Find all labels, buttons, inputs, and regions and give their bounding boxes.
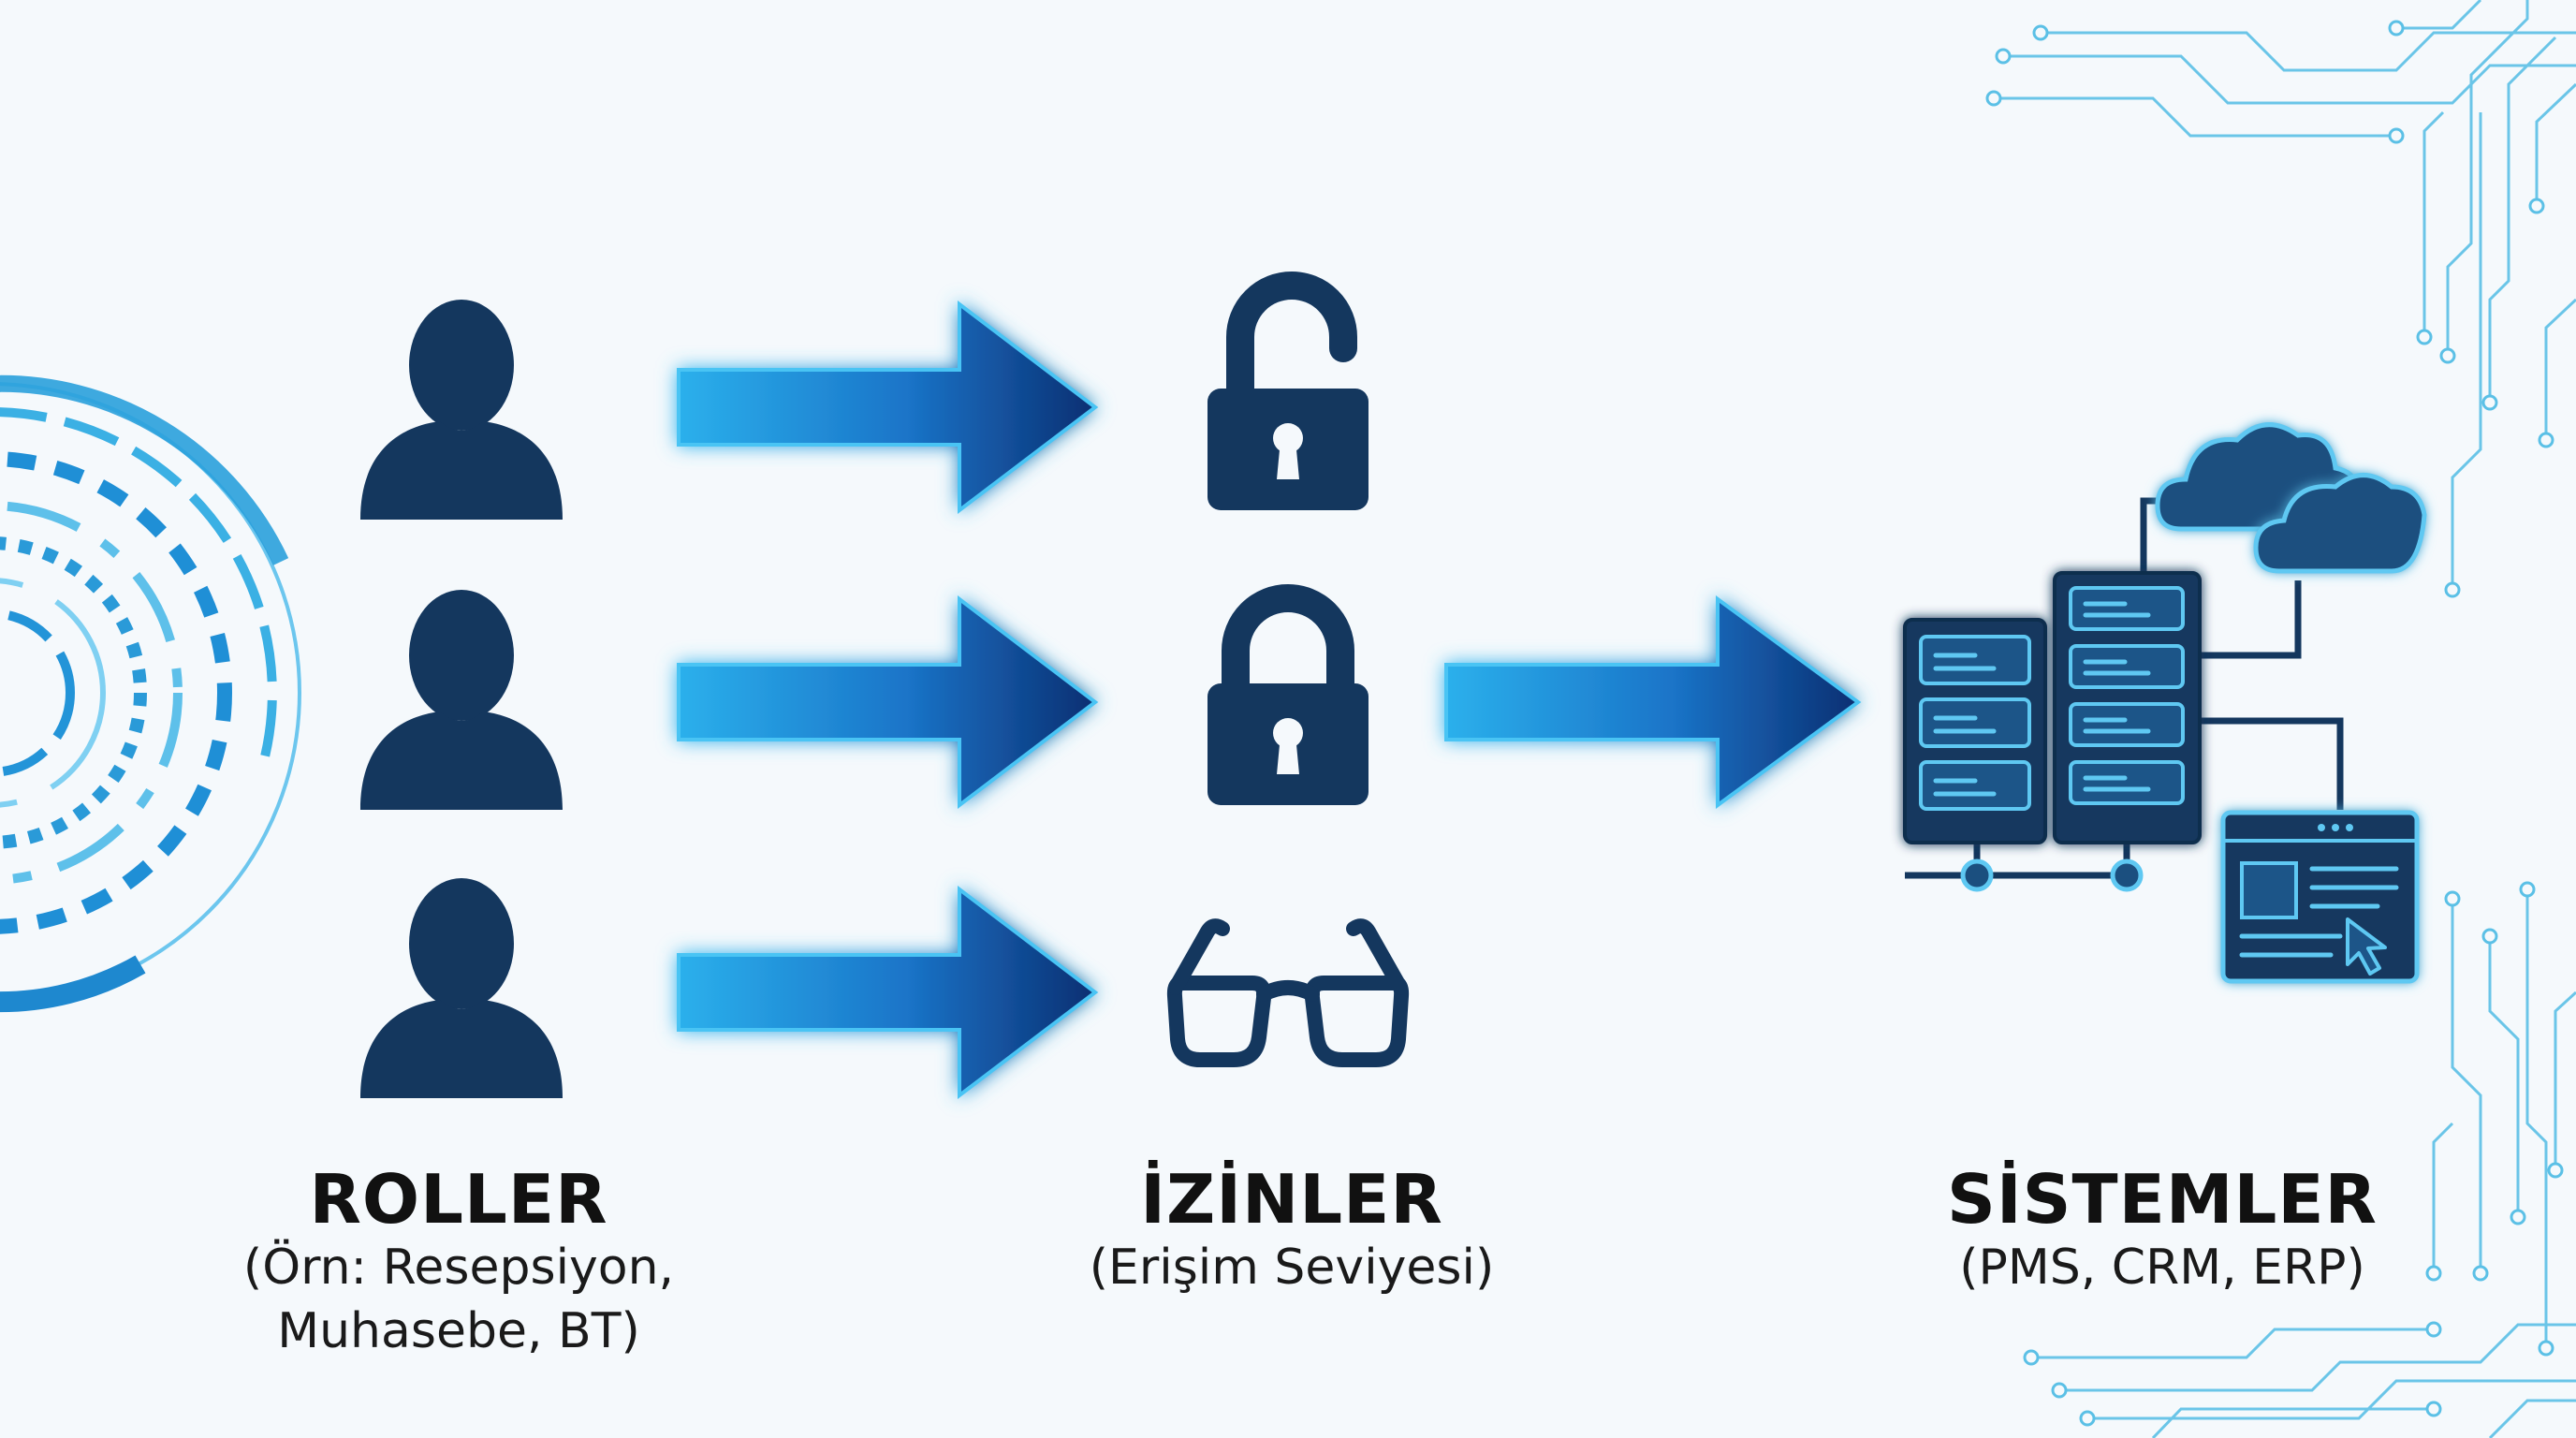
roles-subtitle-line2: Muhasebe, BT) <box>277 1302 640 1359</box>
systems-title: SİSTEMLER <box>1947 1160 2378 1239</box>
arrow-role-to-permission <box>677 594 1099 810</box>
arrow-permission-to-system <box>1444 595 1862 809</box>
circuit-nodes <box>1985 20 2564 1427</box>
server-rack-icon <box>2053 571 2202 844</box>
user-icon <box>360 590 563 810</box>
user-icon <box>360 300 563 520</box>
decorative-rings <box>0 374 301 1013</box>
roles-title: ROLLER <box>309 1160 608 1239</box>
roles-label-block: ROLLER (Örn: Resepsiyon, Muhasebe, BT) <box>168 1160 749 1363</box>
systems-subtitle: (PMS, CRM, ERP) <box>1959 1240 2365 1297</box>
unlocked-padlock-icon <box>1208 271 1368 510</box>
roles-subtitle-line1: (Örn: Resepsiyon, <box>242 1240 675 1297</box>
locked-padlock-icon <box>1208 584 1368 805</box>
browser-window-icon <box>2220 810 2420 984</box>
user-icon <box>360 878 563 1098</box>
decorative-circuit-traces <box>1994 0 2576 1438</box>
cursor-icon <box>2346 917 2387 976</box>
permissions-subtitle: (Erişim Seviyesi) <box>1089 1240 1495 1297</box>
server-rack-icon <box>1903 618 2047 844</box>
permissions-title: İZİNLER <box>1140 1160 1443 1239</box>
connector-node <box>2110 858 2144 892</box>
permissions-label-block: İZİNLER (Erişim Seviyesi) <box>1011 1160 1573 1300</box>
arrow-role-to-permission <box>677 885 1099 1100</box>
cloud-icon <box>2253 473 2427 574</box>
systems-label-block: SİSTEMLER (PMS, CRM, ERP) <box>1872 1160 2452 1300</box>
arrow-role-to-permission <box>677 300 1099 515</box>
systems-cluster <box>1903 422 2427 984</box>
glasses-icon <box>1166 918 1410 1067</box>
connector-node <box>1960 858 1994 892</box>
